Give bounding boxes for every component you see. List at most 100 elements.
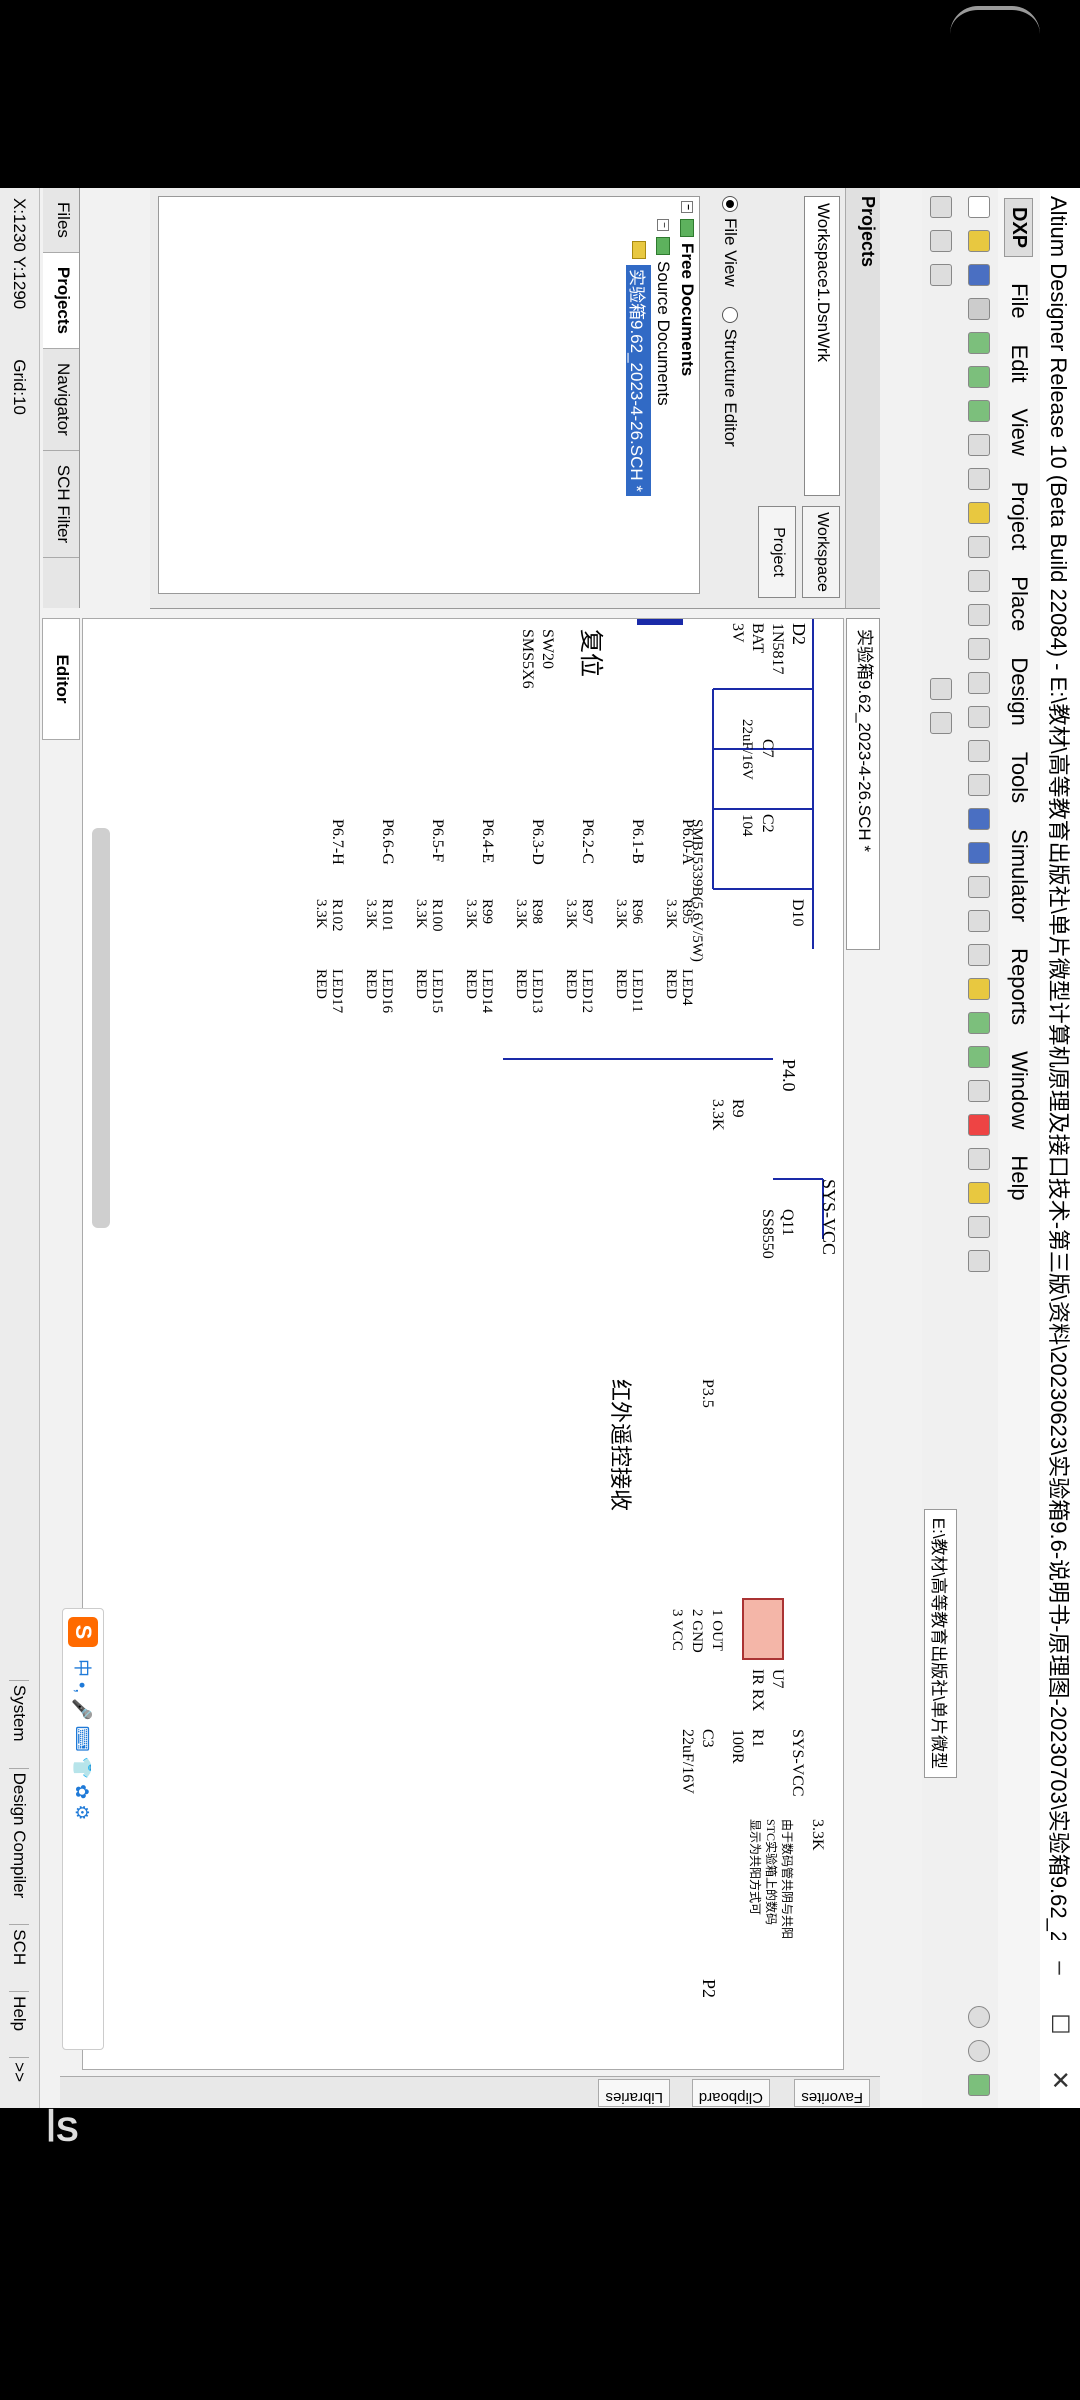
project-button[interactable]: Project	[758, 506, 796, 598]
menu-file[interactable]: File	[1007, 283, 1032, 319]
led-resistor-value: 3.3K	[363, 899, 379, 929]
wire-icon[interactable]	[968, 808, 990, 830]
dxp-menu[interactable]: DXP	[1004, 198, 1034, 258]
ir-title: 红外遥控接收	[608, 1379, 633, 1511]
menu-place[interactable]: Place	[1007, 576, 1032, 632]
copy-icon[interactable]	[968, 468, 990, 490]
led-resistor-value: 3.3K	[613, 899, 629, 929]
no-erc-icon[interactable]	[968, 1114, 990, 1136]
menu-help[interactable]: Help	[1007, 1155, 1032, 1201]
maximize-button[interactable]: ☐	[1046, 2013, 1074, 2035]
redo-icon[interactable]	[968, 740, 990, 762]
horizontal-scrollbar[interactable]	[92, 828, 110, 1228]
close-button[interactable]: ✕	[1046, 2069, 1074, 2091]
favorites-tab[interactable]: Favorites	[794, 2079, 870, 2107]
menu-simulator[interactable]: Simulator	[1007, 829, 1032, 923]
tree-file[interactable]: 实验箱9.62_2023-4-26.SCH *	[626, 197, 652, 593]
grid-icon[interactable]	[968, 1216, 990, 1238]
led-color: RED	[563, 969, 579, 999]
collapse-icon[interactable]: −	[657, 219, 669, 231]
menu-view[interactable]: View	[1007, 408, 1032, 456]
menu-edit[interactable]: Edit	[1007, 344, 1032, 383]
files-tab[interactable]: Files	[43, 188, 79, 253]
print-icon[interactable]	[968, 298, 990, 320]
zoom-fit-icon[interactable]	[968, 366, 990, 388]
undo-icon[interactable]	[968, 706, 990, 728]
tree-source[interactable]: − Source Documents	[651, 197, 675, 593]
select-icon[interactable]	[968, 570, 990, 592]
led-resistor-label: R100	[429, 899, 445, 932]
menu-reports[interactable]: Reports	[1007, 948, 1032, 1026]
gnd-icon[interactable]	[968, 910, 990, 932]
cut-icon[interactable]	[968, 434, 990, 456]
led-port-label: P6.5-F	[429, 819, 446, 862]
path-field[interactable]: E:\教材\高等教育出版社\单片微型	[924, 1508, 958, 1778]
menu-tools[interactable]: Tools	[1007, 751, 1032, 804]
structure-editor-radio[interactable]	[722, 306, 738, 323]
navigator-tab[interactable]: Navigator	[43, 349, 79, 451]
workspace-select[interactable]: Workspace1.DsnWrk	[804, 196, 840, 496]
u7-value: IR RX	[749, 1669, 766, 1712]
design-compiler-button[interactable]: Design Compiler	[9, 1767, 29, 1903]
landscape-screen: Altium Designer Release 10 (Beta Build 2…	[0, 188, 1080, 2108]
more-button[interactable]: >>	[9, 2057, 29, 2086]
file-view-radio[interactable]	[722, 196, 738, 212]
zoom-select-icon[interactable]	[968, 400, 990, 422]
editor-tab[interactable]: Editor	[42, 618, 80, 740]
help-button[interactable]: Help	[9, 1991, 29, 2036]
system-button[interactable]: System	[9, 1679, 29, 1746]
diamond-icon[interactable]	[968, 1182, 990, 1204]
collapse-icon[interactable]: −	[681, 201, 693, 213]
coords-readout: X:1230 Y:1290	[10, 198, 29, 310]
note-line-1: 由于数码管共阴与共阳	[780, 1819, 795, 1939]
open-icon[interactable]	[968, 230, 990, 252]
bus-icon[interactable]	[968, 842, 990, 864]
sheet-symbol-icon[interactable]	[968, 1012, 990, 1034]
dash-icon[interactable]	[930, 264, 952, 286]
net-label-icon[interactable]	[968, 876, 990, 898]
led-port-label: P6.7-H	[329, 819, 346, 865]
paste-icon[interactable]	[968, 502, 990, 524]
rubber-stamp-icon[interactable]	[968, 536, 990, 558]
ladder-icon[interactable]	[930, 230, 952, 252]
nav-back-icon[interactable]	[968, 2006, 990, 2028]
menu-window[interactable]: Window	[1007, 1051, 1032, 1130]
zoom-icon[interactable]	[968, 332, 990, 354]
led-resistor-label: R96	[629, 899, 645, 925]
workspace-button[interactable]: Workspace	[802, 506, 840, 598]
sch-button[interactable]: SCH	[9, 1924, 29, 1970]
hierarchy-icon[interactable]	[968, 774, 990, 796]
align-icon[interactable]	[930, 196, 952, 218]
nav-forward-icon[interactable]	[968, 2040, 990, 2062]
window-title: Altium Designer Release 10 (Beta Build 2…	[1046, 196, 1071, 1940]
deselect-icon[interactable]	[968, 638, 990, 660]
text-icon[interactable]	[968, 1148, 990, 1170]
libraries-tab[interactable]: Libraries	[598, 2079, 670, 2107]
move-icon[interactable]	[968, 604, 990, 626]
projects-tab[interactable]: Projects	[43, 252, 79, 349]
sheet-entry-icon[interactable]	[968, 1046, 990, 1068]
port-icon[interactable]	[968, 1080, 990, 1102]
arc-icon[interactable]	[930, 712, 952, 734]
ime-tools[interactable]: 中 •, 🎤 ⌨ 👕 ✿ ⚙	[72, 1659, 92, 1821]
home-icon[interactable]	[968, 2074, 990, 2096]
clear-filter-icon[interactable]	[968, 672, 990, 694]
sogou-logo-icon[interactable]: S	[68, 1617, 98, 1647]
led-port-label: P6.0-A	[679, 819, 696, 865]
menu-project[interactable]: Project	[1007, 481, 1032, 551]
new-icon[interactable]	[968, 196, 990, 218]
vcc-icon[interactable]	[968, 944, 990, 966]
tree-root[interactable]: − Free Documents	[675, 197, 699, 593]
clipboard-tab[interactable]: Clipboard	[691, 2079, 770, 2107]
document-tab[interactable]: 实验箱9.62_2023-4-26.SCH *	[846, 618, 880, 950]
sch-filter-tab[interactable]: SCH Filter	[43, 450, 79, 559]
schematic-canvas[interactable]: D2 1N5817 BAT 3V C7 22uF/16V C2 104 D10 …	[82, 618, 844, 2070]
more-icon[interactable]	[968, 1250, 990, 1272]
pencil-icon[interactable]	[930, 678, 952, 700]
c7-value: 22uF/16V	[739, 719, 755, 780]
menu-design[interactable]: Design	[1007, 657, 1032, 726]
save-icon[interactable]	[968, 264, 990, 286]
part-icon[interactable]	[968, 978, 990, 1000]
minimize-button[interactable]: –	[1047, 1961, 1074, 1975]
